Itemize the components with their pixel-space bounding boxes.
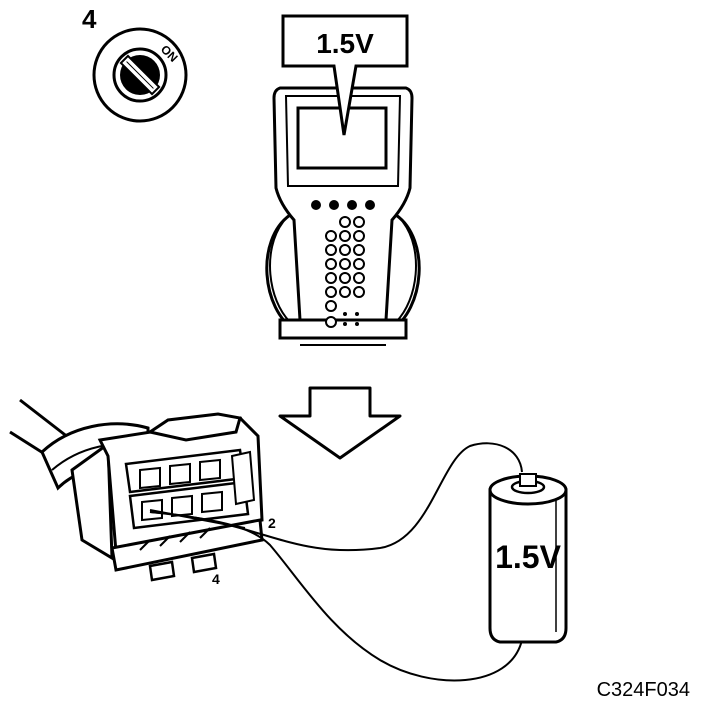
keypad [325,216,365,328]
display-callout [281,14,409,136]
down-arrow-icon [278,386,402,460]
scan-tool [265,86,421,346]
figure-code: C324F034 [597,679,690,701]
pin-label-4: 4 [212,571,220,587]
battery-icon [488,473,568,644]
battery-label: 1.5V [495,539,561,575]
display-reading: 1.5V [316,28,374,59]
step-number: 4 [82,4,97,34]
ignition-switch-icon [92,27,188,123]
harness-connector [9,398,264,582]
pin-label-2: 2 [268,515,276,531]
